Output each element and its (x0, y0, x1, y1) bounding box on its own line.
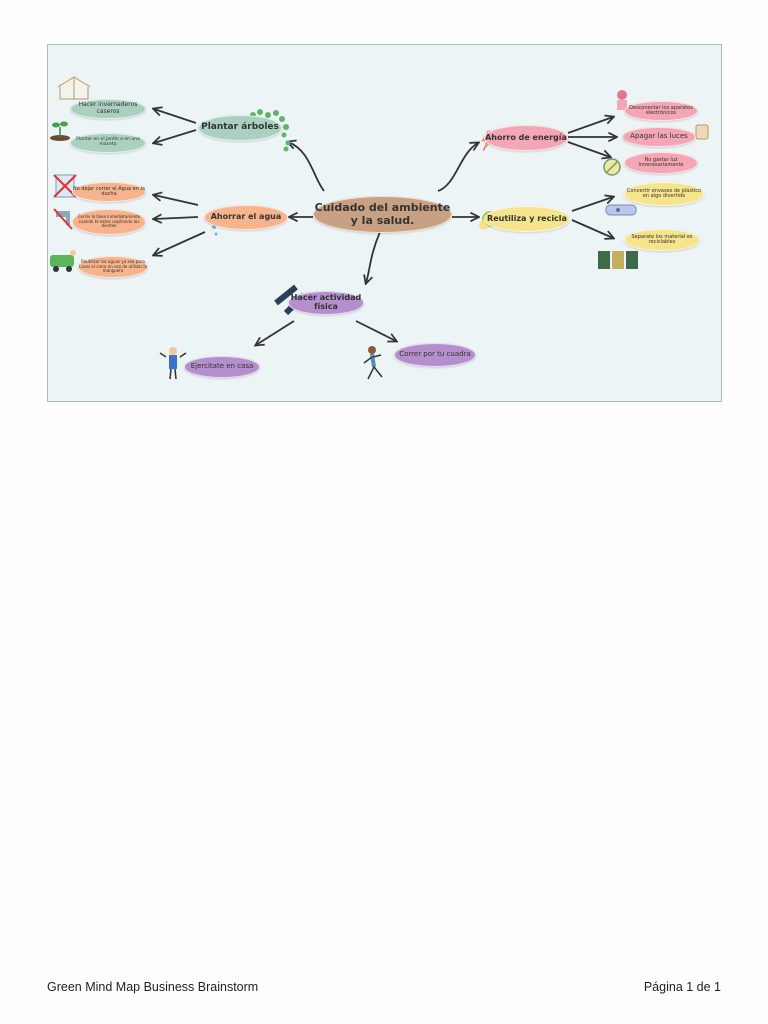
ivy-icon (250, 109, 291, 152)
greenhouse-icon (57, 76, 91, 100)
footer-title: Green Mind Map Business Brainstorm (47, 980, 259, 994)
faucet-icon (53, 208, 73, 230)
leaf-convertir: Convertir envases de plástico en algo di… (624, 182, 704, 206)
footer-page-number: Página 1 de 1 (643, 980, 721, 994)
leaf-apagar: Apagar las luces (622, 127, 696, 147)
branch-actividad-fisica: Hacer actividad física (288, 291, 364, 315)
leaf-reutilizar-agua: Reutilizar las aguas ya sea para Lavar e… (78, 256, 148, 278)
leaf-no-gastar: No gastar luz innecesariamente (624, 152, 698, 174)
person-unplugging-icon (617, 90, 627, 110)
hand-switch-icon (695, 124, 709, 140)
branch-reutiliza-recicla: Reutiliza y recicla (484, 206, 570, 232)
car-wash-icon (50, 250, 76, 272)
no-light-icon (603, 158, 621, 176)
plastic-bottle-icon (605, 204, 637, 216)
no-shower-icon (53, 174, 77, 198)
runner-icon (363, 346, 383, 380)
sprout-icon (50, 121, 70, 141)
leaf-separar: Separate los material es reciclables (624, 229, 700, 251)
central-topic: Cuidado del ambiente y la salud. (313, 196, 452, 233)
recycle-bins-icon (598, 251, 638, 269)
leaf-correr: Correr por tu cuadra (394, 343, 476, 367)
exercise-person-icon (159, 347, 187, 380)
leaf-llave: Cerrar la llave inmediatamente cuando te… (72, 209, 146, 235)
leaf-ejercitate: Ejercitate en casa (184, 356, 260, 378)
leaf-jardin: Plantar en el jardín o en una maceta (70, 133, 146, 153)
branch-plantar-arboles: Plantar árboles (198, 115, 282, 141)
branch-ahorrar-agua: Ahorrar el agua (204, 205, 288, 230)
mind-map-canvas: Cuidado del ambiente y la salud. Plantar… (47, 44, 722, 402)
leaf-desconectar: Desconectar los aparatos electrónicos (624, 101, 698, 121)
leaf-ducha: No dejar correr el Agua en la ducha (72, 182, 146, 202)
branch-ahorro-energia: Ahorro de energía (484, 125, 568, 151)
leaf-invernaderos: Hacer invernaderos caseros (70, 99, 146, 119)
connector-arrows (50, 76, 709, 380)
